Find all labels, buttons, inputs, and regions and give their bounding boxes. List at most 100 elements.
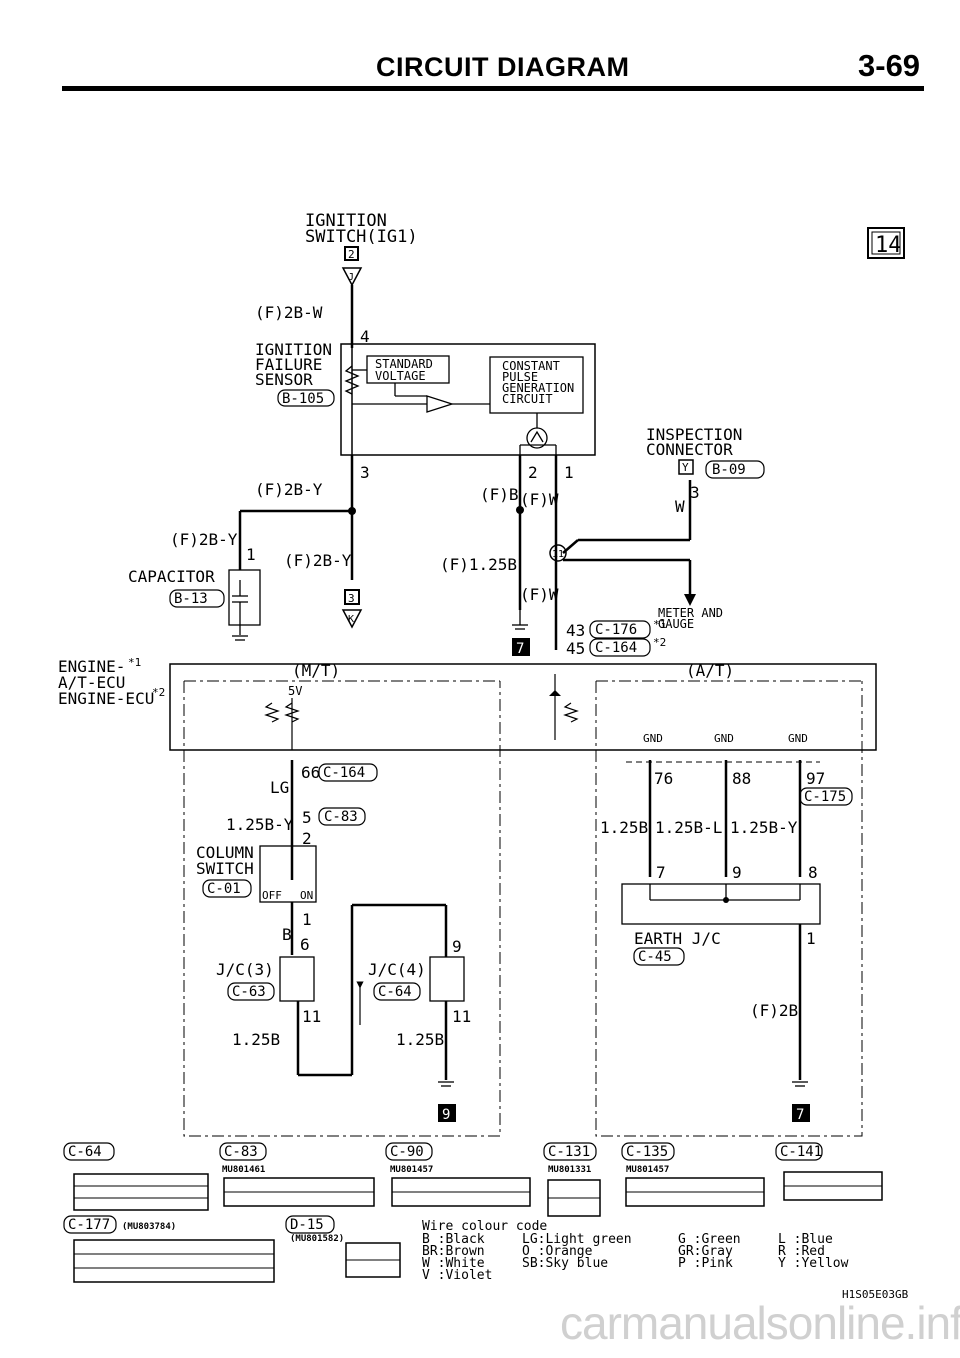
- inspection-2: CONNECTOR: [646, 440, 733, 459]
- svg-text:(MU803784): (MU803784): [122, 1222, 176, 1232]
- capacitor-box: [228, 569, 261, 626]
- section-badge-text: 14: [875, 233, 902, 258]
- earth-jc-box: [621, 883, 821, 925]
- inspection-ref-box: [705, 460, 765, 479]
- transistor-symbol: [526, 427, 548, 449]
- ignition-label-1: IGNITION: [305, 211, 387, 231]
- column-switch-box: [259, 845, 317, 903]
- svg-text:MU801461: MU801461: [222, 1165, 265, 1175]
- badge-7a-box: [512, 638, 530, 656]
- header-rule: [62, 86, 924, 91]
- svg-text:C-131: C-131: [548, 1144, 590, 1160]
- lg-pin: 66: [301, 763, 320, 782]
- wire-code-cell: B :Black: [422, 1232, 485, 1247]
- col-switch-2: SWITCH: [196, 859, 254, 878]
- meter-p45: 45: [566, 639, 585, 658]
- std-voltage-1: STANDARD: [375, 357, 433, 371]
- wire-code-cell: G :Green: [678, 1232, 741, 1247]
- col-switch-on: ON: [300, 889, 313, 902]
- ifs-ref: B-105: [282, 391, 324, 407]
- svg-text:C-83: C-83: [224, 1144, 258, 1160]
- page-number: 3-69: [858, 48, 921, 83]
- inspection-pin: 3: [690, 483, 700, 502]
- inspection-conn: Y: [682, 461, 689, 474]
- ignition-conn: J: [348, 272, 354, 283]
- wire-fw2: (F)W: [520, 585, 559, 604]
- connector-c131: C-131 MU801331: [543, 1142, 601, 1217]
- badge-7b: 7: [796, 1107, 804, 1123]
- svg-text:C-64: C-64: [68, 1144, 102, 1160]
- ground-3: 3: [348, 592, 355, 605]
- svg-text:MU801331: MU801331: [548, 1165, 591, 1175]
- c83-pin2: 2: [302, 829, 312, 848]
- wire-code-cell: Y :Yellow: [778, 1256, 849, 1271]
- wire-2by-c: (F)2B-Y: [284, 551, 352, 570]
- cpg-1: CONSTANT: [502, 359, 560, 373]
- svg-text:MU801457: MU801457: [626, 1165, 669, 1175]
- svg-text:C-177: C-177: [68, 1217, 110, 1233]
- svg-text:(MU801582): (MU801582): [290, 1234, 344, 1244]
- earth-label: EARTH J/C: [634, 929, 721, 948]
- jc4-pin11: 11: [452, 1007, 471, 1026]
- jc3-box: [279, 956, 315, 1002]
- wire-2bw-label: (F)2B-W: [255, 303, 323, 322]
- inspection-wire: W: [675, 497, 685, 516]
- ignition-failure-sensor-box: [340, 343, 596, 456]
- pin-2: 2: [528, 463, 538, 482]
- wire-125b: (F)1.25B: [440, 555, 517, 574]
- inspection-1: INSPECTION: [646, 425, 742, 444]
- jc4-ref: C-64: [378, 984, 412, 1000]
- at-label: (A/T): [686, 661, 734, 680]
- junction-11: [549, 544, 567, 562]
- jc3-pin11: 11: [302, 1007, 321, 1026]
- wire-2by-b: (F)2B-Y: [170, 530, 238, 549]
- at-p8: 8: [808, 863, 818, 882]
- page-title: CIRCUIT DIAGRAM: [376, 52, 630, 82]
- watermark-text: carmanualsonline.info: [560, 1297, 960, 1349]
- std-voltage-2: VOLTAGE: [375, 369, 426, 383]
- ecu-2: A/T-ECU: [58, 673, 125, 692]
- engine-ecu-box: [169, 663, 877, 751]
- earth-wire: (F)2B: [750, 1001, 798, 1020]
- lg-wire: LG: [270, 778, 289, 797]
- meter-p43: 43: [566, 621, 585, 640]
- at-p7: 7: [656, 863, 666, 882]
- jc3-wire: B: [282, 925, 292, 944]
- meter-ref2: C-164: [595, 640, 637, 656]
- c83-pin: 5: [302, 808, 312, 827]
- wire-code-cell: W :White: [422, 1256, 485, 1271]
- junction-11-text: 11: [552, 549, 564, 560]
- connector-c83: C-83 MU801461: [219, 1142, 375, 1207]
- ignition-conn-triangle: [341, 267, 363, 287]
- col-switch-1: COLUMN: [196, 843, 254, 862]
- inspection-ref: B-09: [712, 462, 746, 478]
- connector-c141: C-141: [775, 1142, 883, 1201]
- pin-1: 1: [564, 463, 574, 482]
- at-w1: 1.25B: [600, 818, 648, 837]
- earth-pin: 1: [806, 929, 816, 948]
- wire-code-cell: L :Blue: [778, 1232, 833, 1247]
- comparator-symbol: [426, 395, 455, 413]
- ifs-label-3: SENSOR: [255, 370, 313, 389]
- jc4-label: J/C(4): [368, 960, 426, 979]
- ifs-resistor: [344, 365, 360, 395]
- col-switch-off: OFF: [262, 889, 282, 902]
- connector-c90: C-90 MU801457: [385, 1142, 531, 1207]
- wire-code-cell: P :Pink: [678, 1256, 733, 1271]
- jc3-ref: C-63: [232, 984, 266, 1000]
- ignition-pin-box: [344, 246, 359, 261]
- pin-3: 3: [360, 463, 370, 482]
- wire-code-cell: SB:Sky blue: [522, 1256, 608, 1271]
- gnd-1: GND: [643, 732, 663, 745]
- at-w3: 1.25B-Y: [730, 818, 798, 837]
- jc3-pin6: 6: [300, 935, 310, 954]
- wire-fb: (F)B: [480, 485, 519, 504]
- cpg-4: CIRCUIT: [502, 392, 553, 406]
- earth-ref: C-45: [638, 949, 672, 965]
- jc3-label: J/C(3): [216, 960, 274, 979]
- at-ref: C-175: [804, 789, 846, 805]
- svg-text:D-15: D-15: [290, 1217, 324, 1233]
- mt-label: (M/T): [292, 661, 340, 680]
